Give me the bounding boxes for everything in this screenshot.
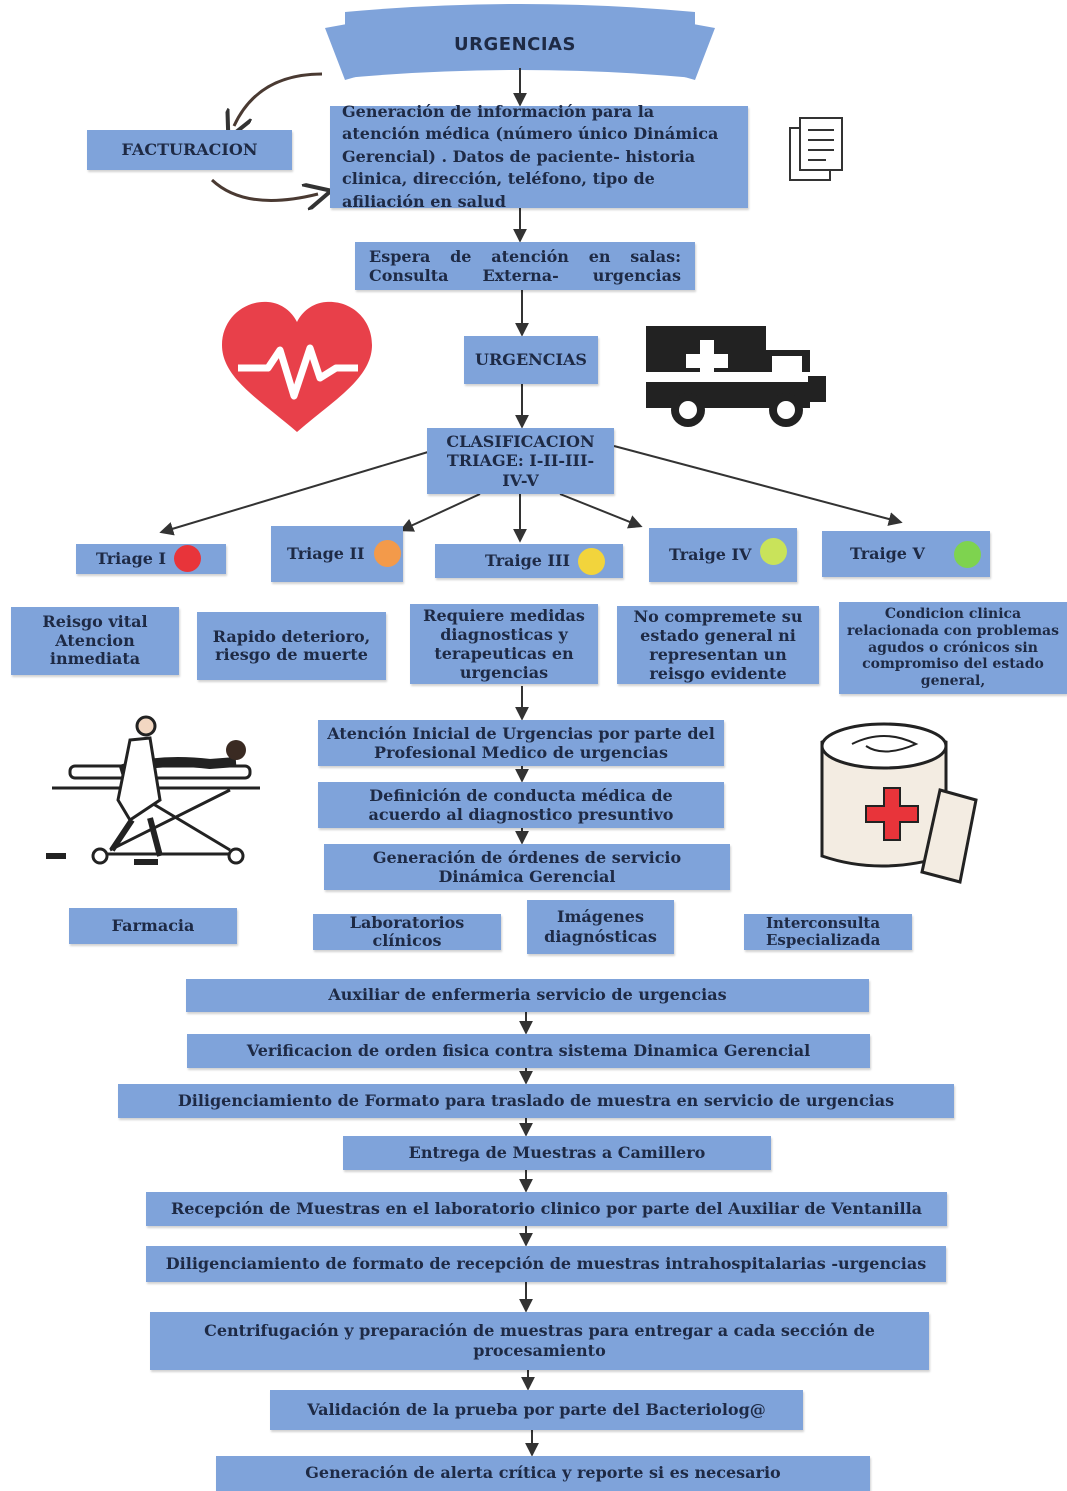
step-medical-conduct: Definición de conducta médica de acuerdo…: [318, 782, 724, 828]
triage-5-dot: [954, 541, 981, 568]
triage-3-label: Traige III: [485, 550, 571, 570]
flow-arrows: [159, 68, 903, 1457]
billing-box: FACTURACION: [87, 130, 292, 170]
triage-4-description: No compremete su estado general ni repre…: [617, 606, 819, 684]
step-service-orders: Generación de órdenes de servicio Dinámi…: [324, 844, 730, 890]
triage-4-dot: [760, 538, 787, 565]
step-sample-reception: Recepción de Muestras en el laboratorio …: [146, 1192, 947, 1226]
waiting-box: Espera de atención en salas: Consulta Ex…: [355, 242, 695, 290]
banner-title: URGENCIAS: [454, 34, 576, 55]
triage-3-dot: [578, 548, 605, 575]
service-imagenes: Imágenes diagnósticas: [527, 900, 674, 954]
document-icon: [789, 117, 843, 181]
triage-5-label: Traige V: [850, 543, 925, 563]
step-reception-format: Diligenciamiento de formato de recepción…: [146, 1246, 946, 1282]
step-initial-attention: Atención Inicial de Urgencias por parte …: [318, 720, 724, 766]
triage-classification-box: CLASIFICACION TRIAGE: I-II-III-IV-V: [427, 428, 614, 494]
triage-1-box: Triage I: [76, 544, 226, 574]
triage-2-label: Triage II: [287, 543, 365, 563]
triage-1-label: Triage I: [96, 548, 167, 568]
service-laboratorios: Laboratorios clínicos: [313, 913, 501, 950]
heart-pulse-icon: [222, 301, 372, 432]
step-centrifugation: Centrifugación y preparación de muestras…: [150, 1312, 929, 1370]
triage-2-description: Rapido deterioro, riesgo de muerte: [197, 612, 386, 680]
bandage-cross-icon: [820, 722, 978, 884]
info-generation-box: Generación de información para la atenci…: [330, 102, 748, 211]
triage-1-description: Reisgo vital Atencion inmediata: [11, 607, 179, 675]
step-transfer-format: Diligenciamiento de Formato para traslad…: [118, 1084, 954, 1118]
triage-3-description: Requiere medidas diagnosticas y terapeut…: [410, 604, 598, 684]
triage-2-dot: [374, 540, 401, 567]
stretcher-patient-icon: [46, 715, 260, 865]
triage-5-description: Condicion clinica relacionada con proble…: [839, 602, 1067, 694]
billing-curved-arrows: [210, 72, 322, 200]
step-sample-delivery: Entrega de Muestras a Camillero: [343, 1136, 771, 1170]
triage-1-dot: [174, 545, 201, 572]
triage-4-label: Traige IV: [669, 544, 752, 564]
step-critical-alert: Generación de alerta crítica y reporte s…: [216, 1456, 870, 1491]
step-nursing-assistant: Auxiliar de enfermeria servicio de urgen…: [186, 979, 869, 1012]
urgencias-box: URGENCIAS: [464, 336, 598, 384]
service-farmacia: Farmacia: [69, 908, 237, 944]
step-validation: Validación de la prueba por parte del Ba…: [270, 1390, 803, 1430]
step-order-verification: Verificacion de orden fisica contra sist…: [187, 1034, 870, 1068]
service-interconsulta: Interconsulta Especializada: [744, 914, 912, 950]
banner-ribbon: [325, 4, 715, 80]
ambulance-icon: [646, 326, 826, 427]
